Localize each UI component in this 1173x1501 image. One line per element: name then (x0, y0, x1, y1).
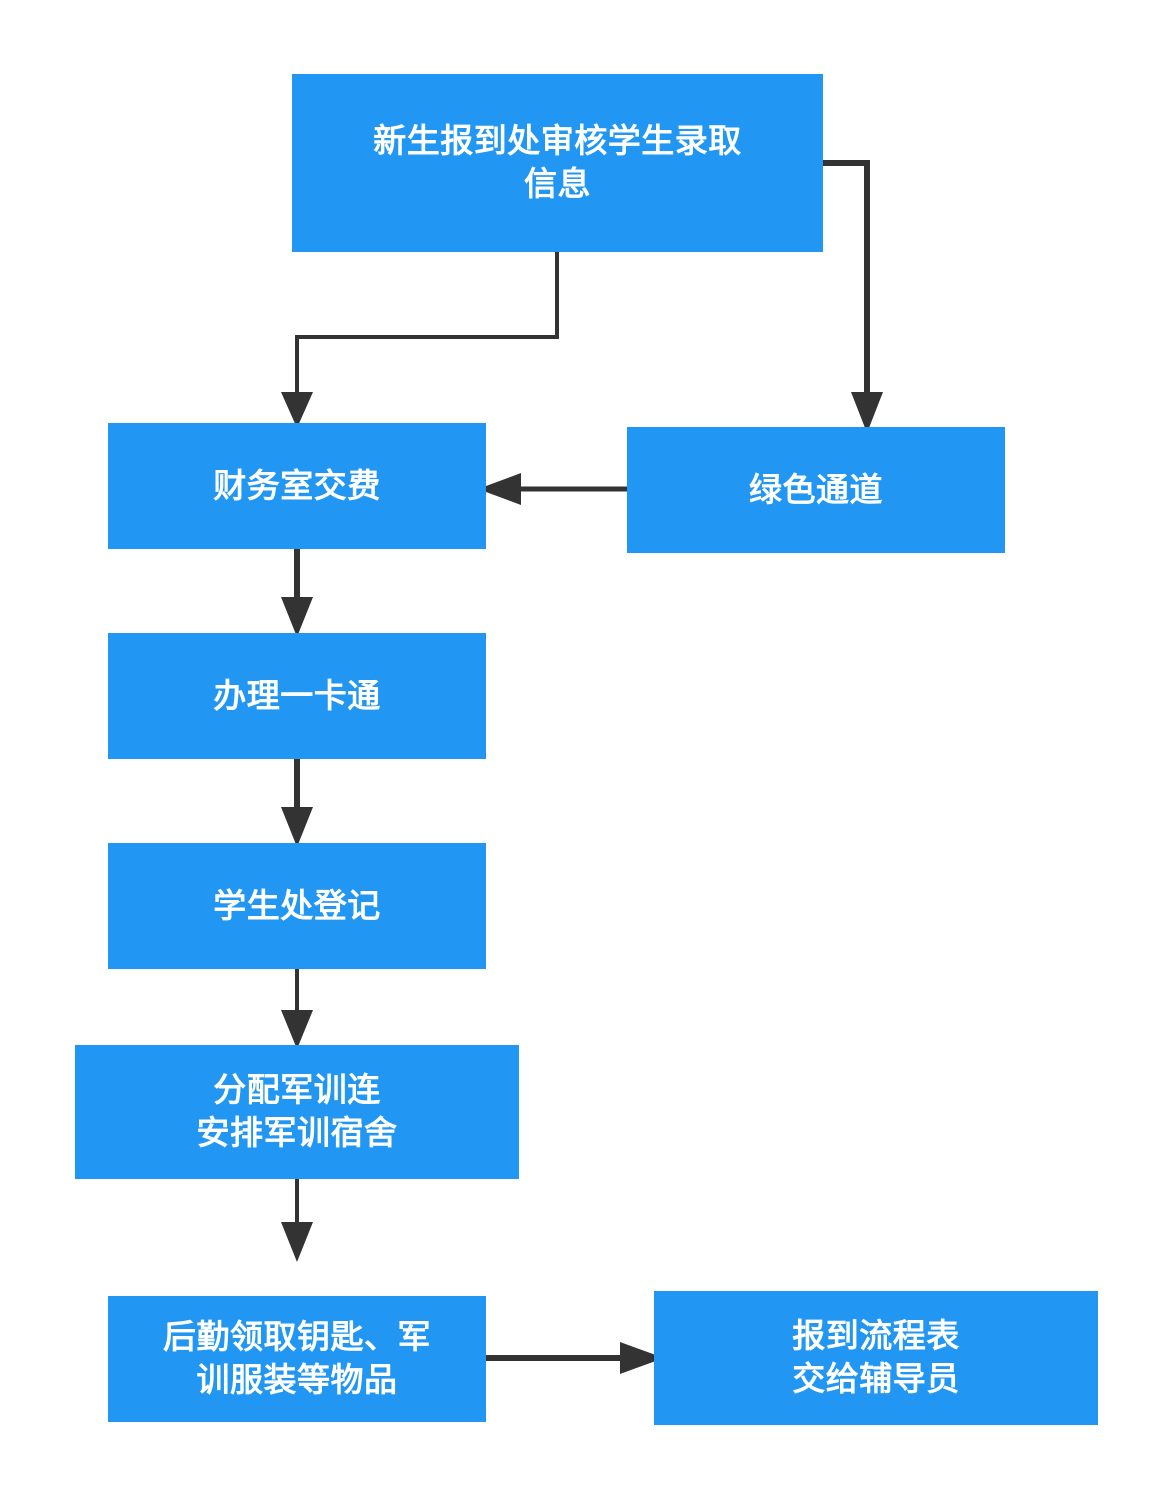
node-military-training-assignment: 分配军训连 安排军训宿舍 (75, 1045, 519, 1179)
arrowhead-green-to-finance (478, 473, 521, 505)
node-logistics-pickup: 后勤领取钥匙、军 训服装等物品 (108, 1296, 486, 1422)
arrowhead-review-to-finance (281, 392, 313, 428)
node-military-line-2: 安排军训宿舍 (196, 1113, 398, 1152)
arrowhead-logistics-to-form (620, 1342, 664, 1374)
node-register-line-1: 学生处登记 (213, 885, 381, 925)
node-finance-payment: 财务室交费 (108, 423, 486, 549)
node-military-line-1: 分配军训连 (213, 1070, 381, 1110)
arrowhead-register-to-military (281, 1010, 313, 1049)
node-logistics-line-1: 后勤领取钥匙、军 (163, 1317, 431, 1357)
node-green-channel: 绿色通道 (627, 427, 1005, 553)
node-card-line-1: 办理一卡通 (213, 675, 381, 715)
node-green-line-1: 绿色通道 (749, 469, 883, 509)
node-logistics-line-2: 训服装等物品 (196, 1360, 398, 1399)
node-review-admission-info: 新生报到处审核学生录取 信息 (292, 74, 823, 252)
arrowhead-military-to-logistics (281, 1222, 313, 1262)
node-review-line-1: 新生报到处审核学生录取 (373, 121, 742, 161)
node-campus-card: 办理一卡通 (108, 633, 486, 759)
node-submit-form-to-counselor: 报到流程表 交给辅导员 (654, 1291, 1098, 1425)
edge-review-to-green (823, 160, 870, 395)
arrowhead-finance-to-card (281, 597, 313, 637)
node-student-office-register: 学生处登记 (108, 843, 486, 969)
arrowhead-review-to-green (851, 392, 883, 433)
arrowhead-card-to-register (281, 807, 313, 847)
node-finance-line-1: 财务室交费 (213, 465, 381, 505)
edge-review-to-finance (295, 252, 559, 395)
node-form-line-2: 交给辅导员 (792, 1359, 960, 1398)
node-form-line-1: 报到流程表 (792, 1316, 960, 1356)
node-review-line-2: 信息 (524, 164, 591, 203)
